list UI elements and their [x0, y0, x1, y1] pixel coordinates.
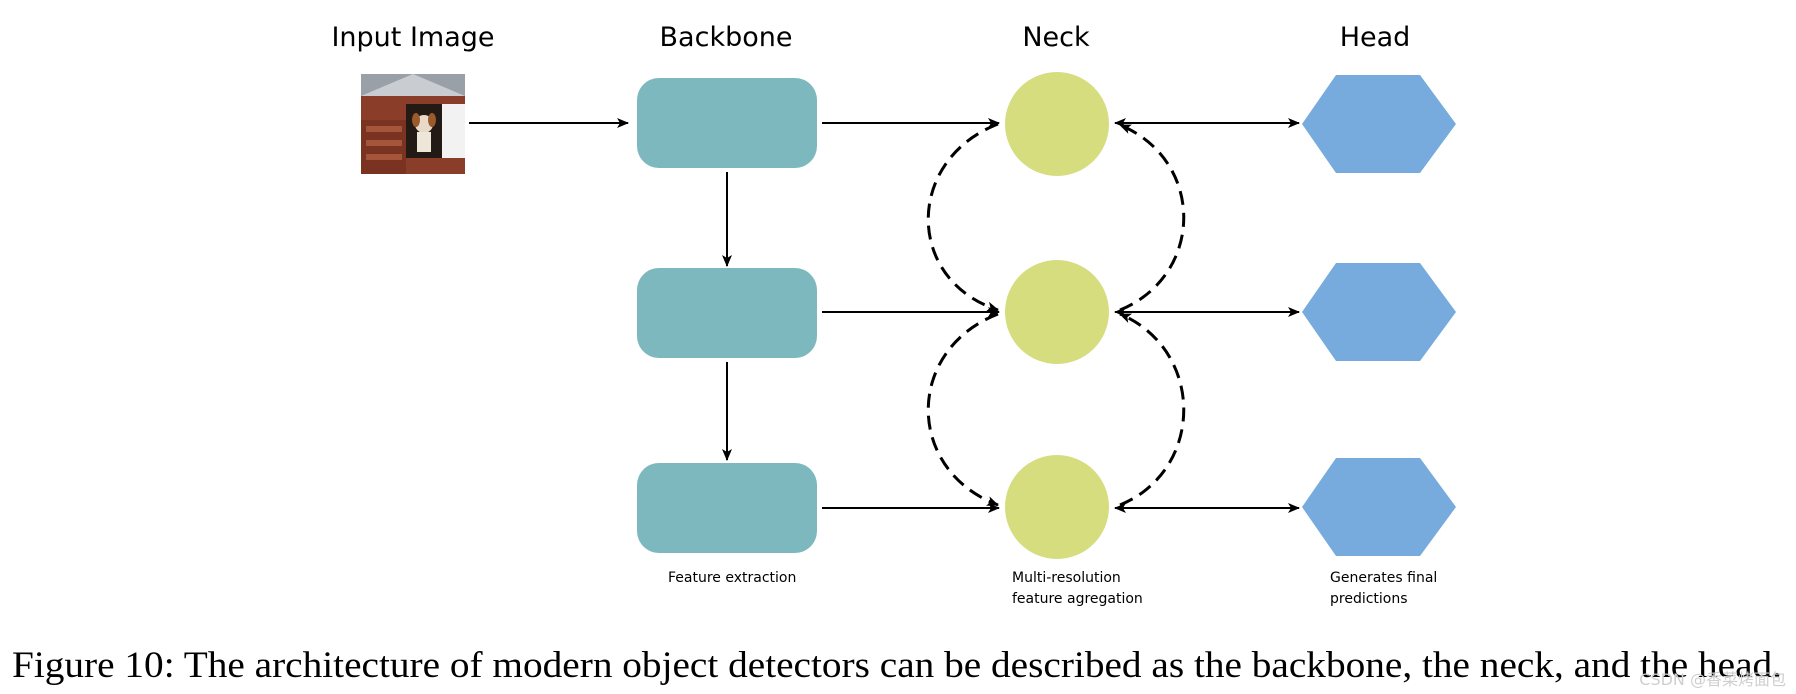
- neck-node-3: [1005, 455, 1109, 559]
- neck-title: Neck: [1022, 22, 1090, 53]
- input-image: [361, 74, 465, 174]
- backbone-block-1: [637, 78, 817, 168]
- dashed-arrow-right-2: [1119, 312, 1186, 507]
- head-title: Head: [1340, 22, 1411, 53]
- head-sublabel-line2: predictions: [1330, 591, 1408, 607]
- backbone-block-3: [637, 463, 817, 553]
- dashed-arrow-left-1: [926, 122, 999, 312]
- figure-caption: Figure 10: The architecture of modern ob…: [12, 645, 1782, 686]
- head-sublabel-line1: Generates final: [1330, 570, 1437, 586]
- head-node-1: [1302, 75, 1456, 173]
- input-image-title: Input Image: [331, 22, 494, 53]
- neck-node-1: [1005, 72, 1109, 176]
- neck-sublabel-line1: Multi-resolution: [1012, 570, 1121, 586]
- head-node-3: [1302, 458, 1456, 556]
- dashed-arrow-left-2: [926, 312, 999, 507]
- dashed-arrow-right-1: [1119, 123, 1186, 312]
- neck-sublabel-line2: feature agregation: [1012, 591, 1143, 607]
- backbone-block-2: [637, 268, 817, 358]
- head-node-2: [1302, 263, 1456, 361]
- backbone-sublabel: Feature extraction: [668, 570, 796, 586]
- neck-node-2: [1005, 260, 1109, 364]
- watermark: CSDN @香菜烤面包: [1639, 670, 1786, 689]
- backbone-title: Backbone: [660, 22, 793, 53]
